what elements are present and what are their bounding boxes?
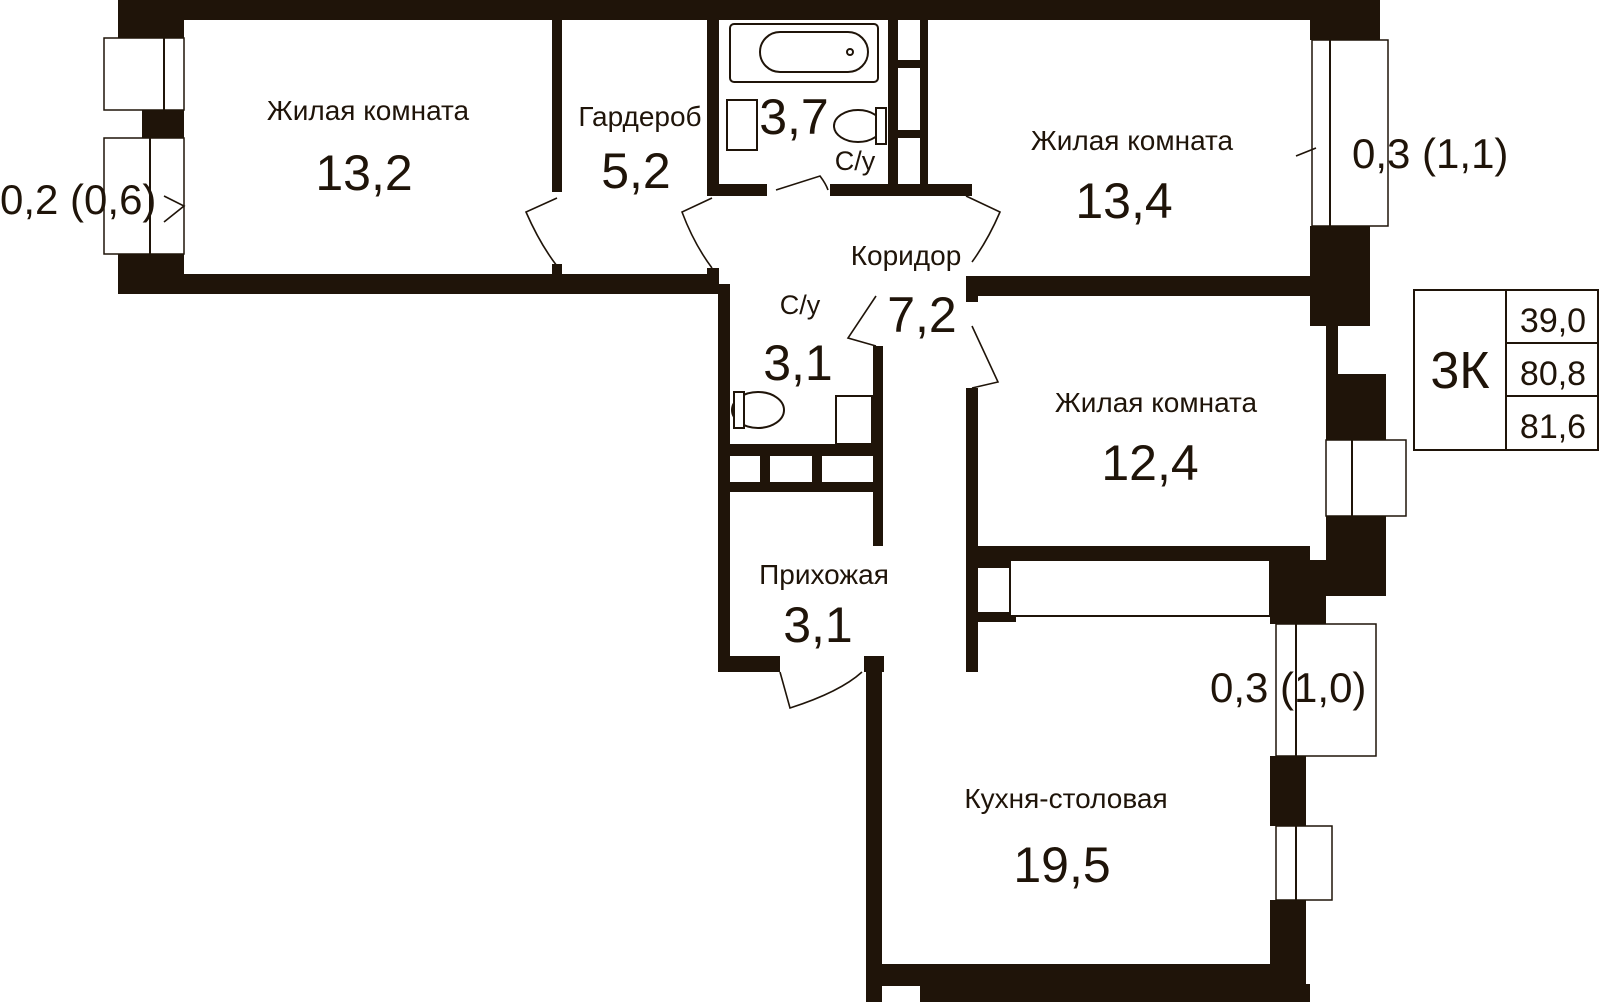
area-summary: 3К 39,0 80,8 81,6 (1413, 289, 1599, 451)
living-area: 39,0 (1520, 302, 1586, 340)
room-living1: Жилая комната 13,2 (267, 95, 470, 201)
room-bath-mid: С/у 3,1 (763, 290, 833, 391)
room-area: 3,7 (759, 89, 829, 145)
fixtures (726, 23, 1271, 617)
room-living2: Жилая комната 13,4 (1031, 125, 1234, 229)
room-kitchen: Кухня-столовая 19,5 (964, 783, 1167, 893)
room-name: С/у (835, 146, 876, 176)
room-area: 19,5 (1013, 837, 1110, 893)
room-name: Кухня-столовая (964, 783, 1167, 814)
apartment-type: 3К (1430, 342, 1489, 400)
room-area: 5,2 (601, 143, 671, 199)
room-wardrobe: Гардероб 5,2 (578, 101, 701, 199)
room-area: 7,2 (887, 287, 957, 343)
room-hall: Прихожая 3,1 (759, 559, 889, 653)
room-name: Прихожая (759, 559, 889, 590)
room-name: С/у (780, 290, 821, 320)
room-living3: Жилая комната 12,4 (1055, 387, 1258, 491)
room-name: Гардероб (578, 101, 701, 132)
room-area: 3,1 (763, 335, 833, 391)
room-name: Жилая комната (267, 95, 470, 126)
total-area: 80,8 (1520, 355, 1586, 393)
walls (118, 0, 1386, 1002)
room-area: 13,2 (315, 145, 412, 201)
balcony-right-bottom-area: 0,3 (1,0) (1210, 664, 1366, 711)
room-name: Жилая комната (1055, 387, 1258, 418)
room-area: 12,4 (1101, 435, 1198, 491)
balcony-right-top-area: 0,3 (1,1) (1352, 130, 1508, 177)
room-name: Жилая комната (1031, 125, 1234, 156)
doors (163, 147, 1317, 710)
room-corridor: Коридор 7,2 (851, 240, 962, 343)
room-area: 3,1 (783, 597, 853, 653)
balcony-left-area: 0,2 (0,6) (0, 176, 156, 223)
room-bath-top: 3,7 С/у (759, 89, 876, 176)
room-name: Коридор (851, 240, 962, 271)
total-area-with-balconies: 81,6 (1520, 408, 1586, 446)
windows (103, 37, 1407, 901)
room-area: 13,4 (1075, 173, 1172, 229)
